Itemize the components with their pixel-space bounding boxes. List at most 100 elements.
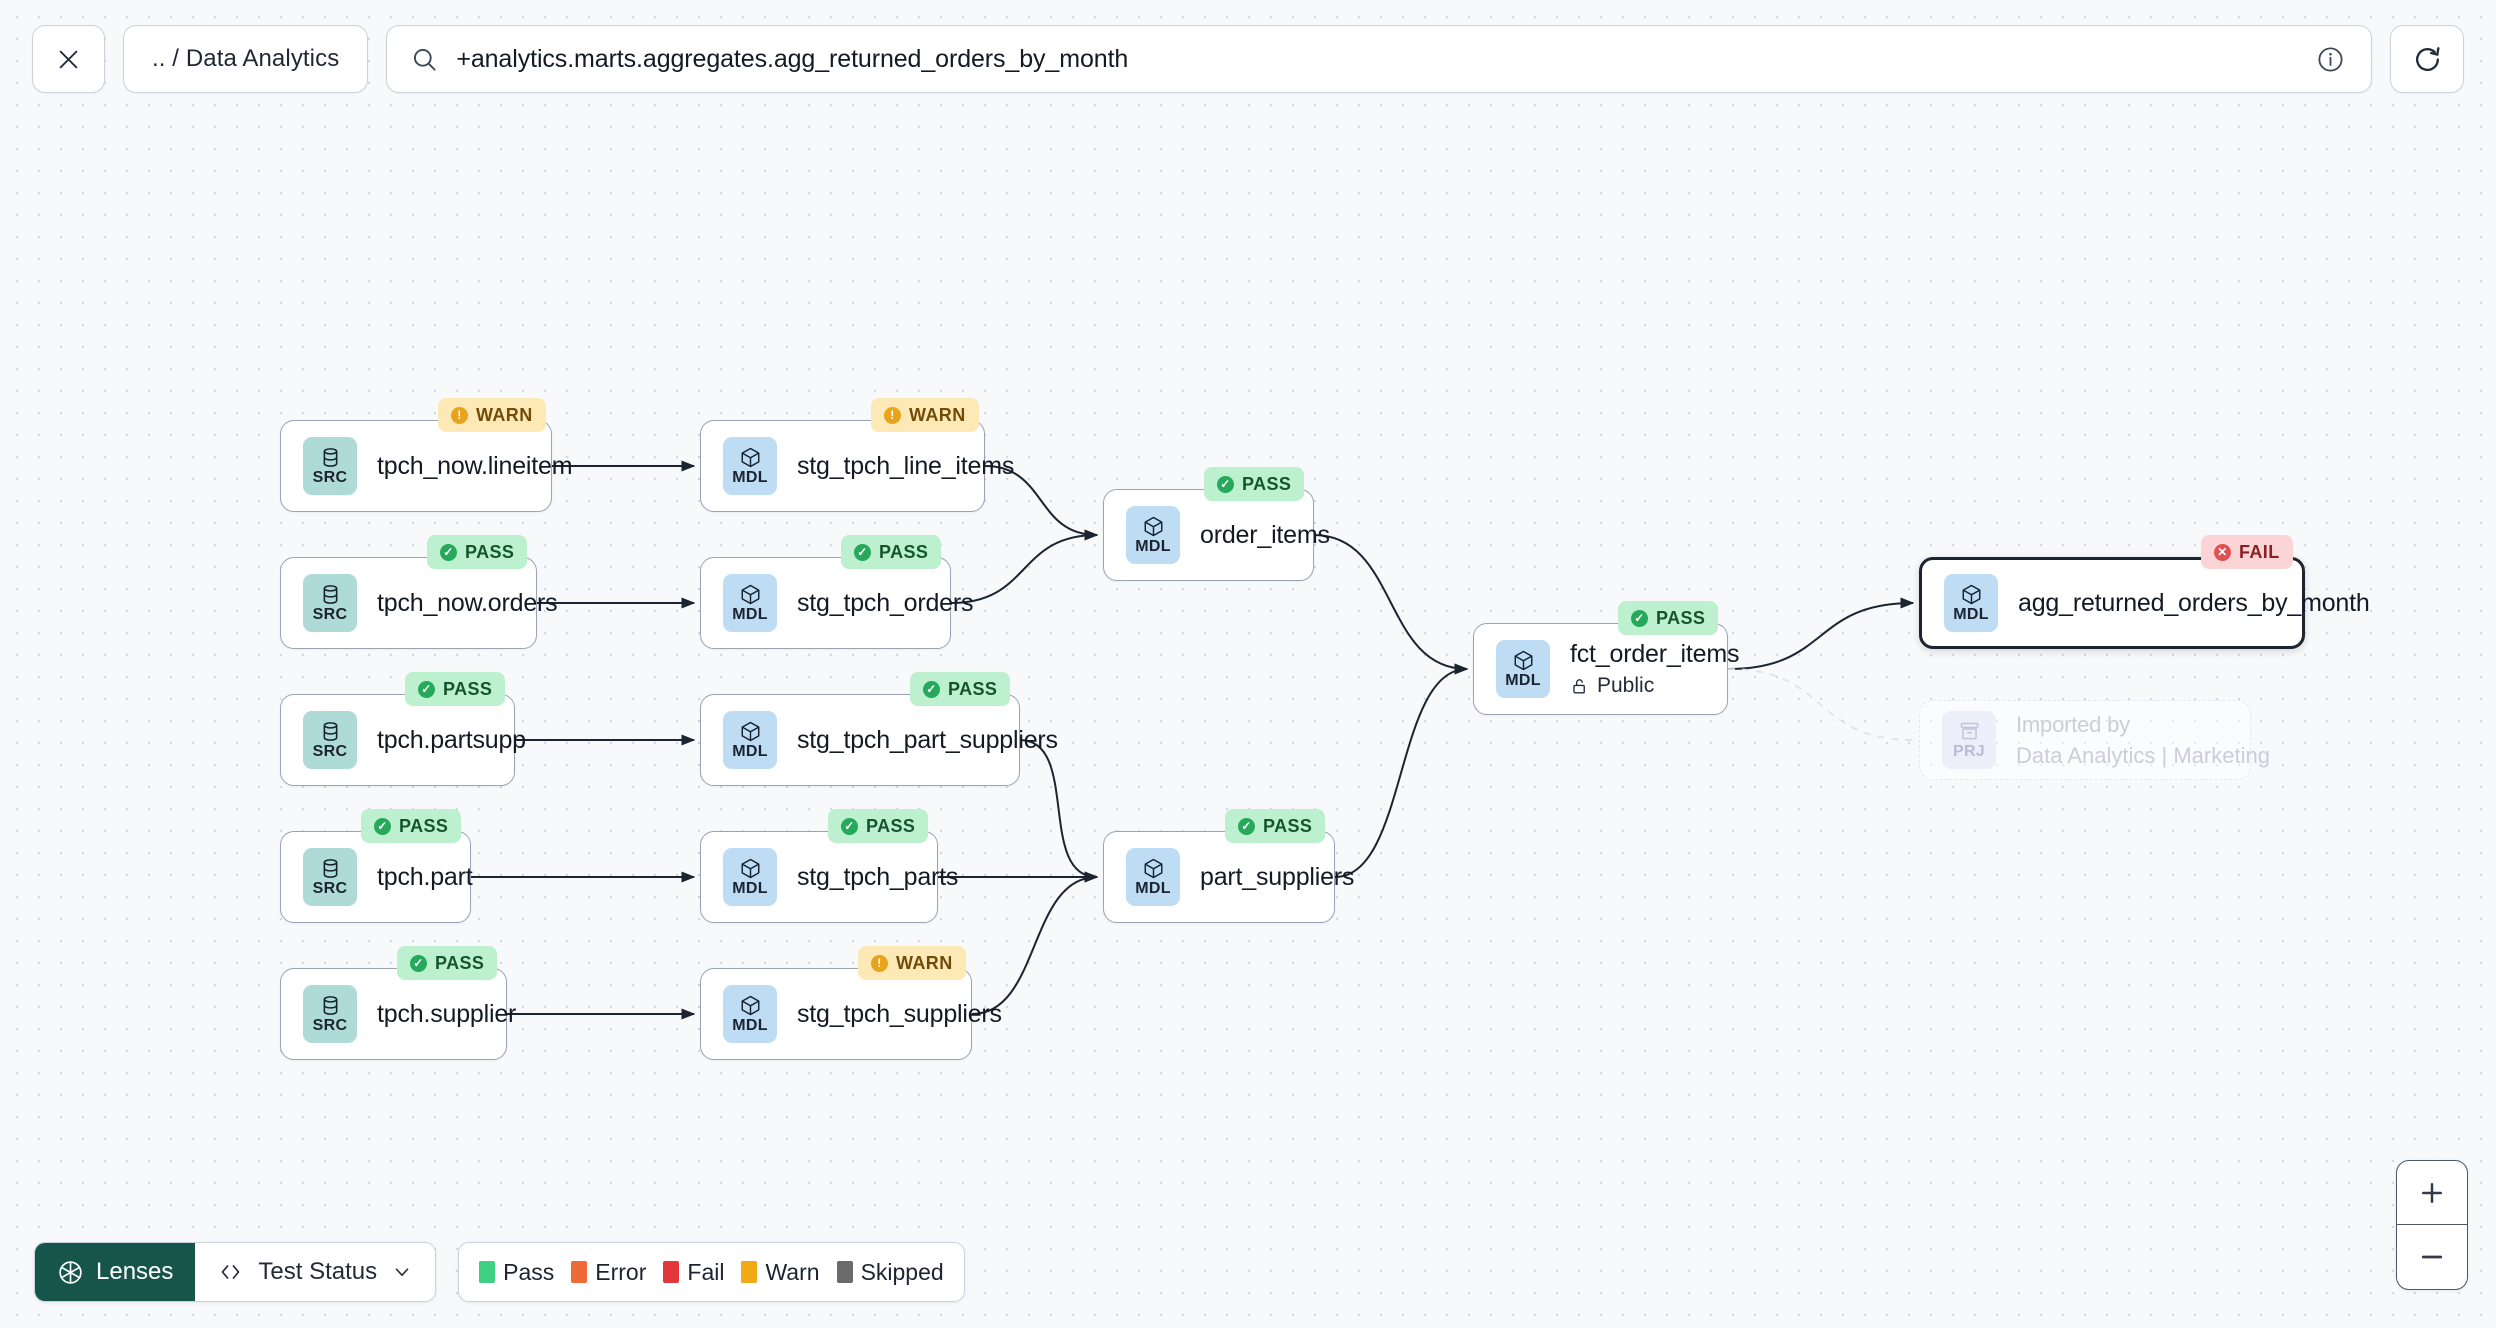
zoom-in-button[interactable] (2397, 1161, 2467, 1225)
graph-node-order_items[interactable]: MDL order_items (1103, 489, 1330, 581)
status-dot-icon: ✓ (923, 680, 940, 698)
status-badge-tpch_now_lineitem: !WARN (438, 398, 546, 432)
bottom-bar: Lenses Test Status Pass Error Fail Warn Skip… (34, 1242, 965, 1302)
status-badge-stg_tpch_parts: ✓PASS (828, 809, 929, 843)
node-body: part_suppliers (1200, 863, 1354, 892)
node-type-label: MDL (1135, 538, 1171, 555)
legend-item-pass[interactable]: Pass (479, 1259, 554, 1286)
refresh-icon (2415, 46, 2440, 71)
aperture-icon (59, 1260, 82, 1284)
status-badge-order_items: ✓PASS (1204, 467, 1305, 501)
graph-node-tpch_now_lineitem[interactable]: SRC tpch_now.lineitem (280, 420, 573, 512)
cube-icon (741, 858, 759, 879)
refresh-button[interactable] (2390, 25, 2464, 93)
status-badge-label: PASS (443, 678, 493, 699)
archive-icon (1960, 722, 1978, 740)
edge-fct_order_items-to-agg_returned_orders_by_month (1727, 597, 1915, 670)
cube-icon (741, 447, 759, 468)
node-type-label: MDL (732, 469, 768, 486)
breadcrumb[interactable]: .. / Data Analytics (123, 25, 369, 93)
node-body: stg_tpch_orders (797, 589, 973, 618)
legend-label: Fail (687, 1258, 725, 1285)
test-status-button[interactable]: Test Status (195, 1243, 435, 1301)
graph-node-stg_tpch_suppliers[interactable]: MDL stg_tpch_suppliers (700, 968, 1002, 1060)
status-badge-tpch_supplier: ✓PASS (397, 946, 498, 980)
node-type-badge-MDL: MDL (723, 711, 777, 769)
graph-node-tpch_now_orders[interactable]: SRC tpch_now.orders (280, 557, 558, 649)
search-icon (414, 48, 436, 71)
graph-node-stg_tpch_part_suppliers[interactable]: MDL stg_tpch_part_suppliers (700, 694, 1058, 786)
edge-stg_tpch_part_suppliers-to-part_suppliers (1019, 739, 1099, 883)
node-title: agg_returned_orders_by_month (2018, 588, 2370, 617)
code-icon (222, 1265, 240, 1279)
legend-swatch-icon (571, 1261, 588, 1283)
search-bar[interactable] (386, 25, 2372, 93)
test-status-label: Test Status (258, 1258, 378, 1285)
status-badge-label: PASS (948, 678, 998, 699)
node-type-label: SRC (312, 1017, 348, 1034)
node-title: order_items (1200, 520, 1330, 549)
legend-label: Pass (503, 1258, 555, 1285)
node-title: Imported by (2016, 711, 2130, 737)
status-badge-tpch_now_orders: ✓PASS (427, 535, 528, 569)
database-icon (323, 996, 337, 1015)
cube-icon (741, 584, 759, 605)
node-body: tpch_now.orders (377, 589, 558, 618)
graph-node-agg_returned_orders_by_month[interactable]: MDL agg_returned_orders_by_month (1919, 557, 2370, 649)
database-icon (323, 448, 337, 467)
node-type-label: SRC (312, 469, 348, 486)
node-title: tpch_now.lineitem (377, 451, 573, 480)
cube-icon (1962, 584, 1980, 605)
edge-fct_order_items-to-imported_by_prj (1727, 668, 1914, 741)
legend-item-warn[interactable]: Warn (741, 1258, 820, 1286)
graph-node-tpch_part[interactable]: SRC tpch.part (280, 831, 473, 923)
legend-item-fail[interactable]: Fail (663, 1259, 724, 1286)
status-dot-icon: ! (884, 406, 901, 424)
status-badge-stg_tpch_suppliers: !WARN (858, 946, 966, 980)
node-type-label: MDL (1953, 606, 1989, 623)
node-type-badge-MDL: MDL (723, 437, 777, 495)
node-type-badge-PRJ: PRJ (1942, 711, 1996, 769)
status-badge-label: WARN (476, 404, 533, 425)
node-title: tpch.supplier (377, 999, 517, 1028)
cube-icon (1144, 516, 1162, 537)
lenses-label: Lenses (96, 1258, 174, 1285)
zoom-out-button[interactable] (2397, 1225, 2467, 1289)
node-type-badge-MDL: MDL (723, 985, 777, 1043)
edge-stg_tpch_suppliers-to-part_suppliers (971, 871, 1099, 1015)
status-badge-label: PASS (1656, 607, 1706, 628)
top-toolbar: .. / Data Analytics (0, 0, 2496, 118)
plus-icon (2422, 1182, 2442, 1203)
legend-label: Skipped (860, 1258, 944, 1285)
legend-item-error[interactable]: Error (571, 1259, 646, 1286)
search-input[interactable] (456, 44, 2298, 74)
legend-item-skipped[interactable]: Skipped (836, 1258, 944, 1286)
zoom-controls (2396, 1160, 2468, 1290)
node-type-label: SRC (312, 606, 348, 623)
graph-node-tpch_supplier[interactable]: SRC tpch.supplier (280, 968, 516, 1060)
status-dot-icon: ✓ (410, 954, 427, 972)
node-body: stg_tpch_part_suppliers (797, 726, 1058, 755)
node-type-badge-SRC: SRC (303, 848, 357, 906)
cube-icon (1514, 650, 1532, 671)
node-body: tpch.supplier (377, 1000, 516, 1029)
node-body: stg_tpch_suppliers (797, 1000, 1002, 1029)
status-dot-icon: ! (871, 954, 888, 972)
legend-label: Warn (765, 1258, 820, 1285)
info-icon[interactable] (2316, 45, 2345, 74)
node-body: tpch.partsupp (377, 726, 526, 755)
status-badge-agg_returned_orders_by_month: ✕FAIL (2201, 535, 2293, 569)
close-button[interactable] (32, 25, 105, 93)
status-badge-label: PASS (1263, 815, 1313, 836)
node-title: tpch.part (377, 862, 473, 891)
lenses-button[interactable]: Lenses (35, 1243, 196, 1301)
status-dot-icon: ✓ (440, 543, 457, 561)
